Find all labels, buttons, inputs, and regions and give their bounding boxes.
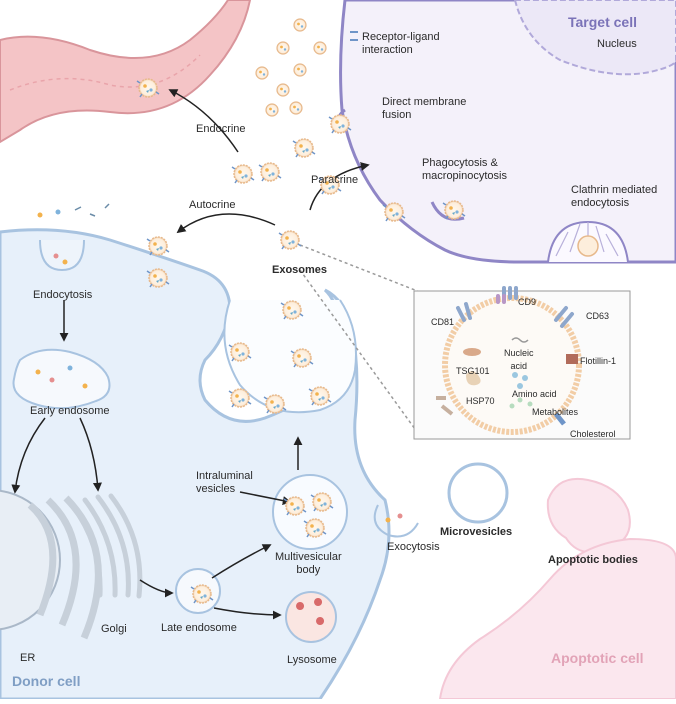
mvb-shape: [272, 474, 348, 550]
cd9-label: CD9: [518, 297, 537, 307]
metabolites-label: Metabolites: [532, 407, 579, 417]
cd81-label: CD81: [431, 317, 455, 327]
autocrine-label: Autocrine: [189, 199, 236, 211]
apoptotic-bodies-shape: [438, 478, 676, 700]
cholesterol-label: Cholesterol: [570, 429, 616, 439]
golgi-structure: [69, 493, 143, 599]
microvesicle-shape: [447, 462, 509, 524]
target-cell-title: Target cell: [568, 14, 637, 30]
exosome-particles: [35, 18, 466, 604]
er-label: ER: [20, 652, 36, 664]
late-endosome-label: Late endosome: [161, 622, 237, 634]
lysosome-label: Lysosome: [287, 654, 337, 666]
exosome-release-vacuole: [223, 299, 357, 414]
er-structure: [0, 489, 102, 640]
apoptotic-bodies-label: Apoptotic bodies: [548, 554, 638, 566]
exosomes-label: Exosomes: [272, 264, 328, 276]
amino-acid-label: Amino acid: [512, 389, 557, 399]
exosome-components-inset: [413, 286, 631, 440]
tsg101-label: TSG101: [456, 366, 490, 376]
exocytosis-label: Exocytosis: [387, 541, 440, 553]
paracrine-label: Paracrine: [311, 174, 359, 186]
golgi-label: Golgi: [101, 623, 127, 635]
blood-vessel: [0, 0, 252, 144]
target-cell: [337, 0, 676, 264]
donor-cell-title: Donor cell: [12, 673, 81, 689]
apoptotic-cell-title: Apoptotic cell: [551, 650, 644, 666]
microvesicles-label: Microvesicles: [440, 526, 513, 538]
nucleus-label: Nucleus: [597, 38, 637, 50]
early-endosome-shape: [12, 348, 111, 410]
cd63-label: CD63: [586, 311, 610, 321]
phagocytosis-label: Phagocytosis &macropinocytosis: [422, 157, 507, 182]
flotillin-label: Flotillin-1: [580, 356, 617, 366]
early-endosome-label: Early endosome: [30, 405, 110, 417]
endocrine-label: Endocrine: [196, 123, 246, 135]
lysosome-shape: [285, 591, 337, 643]
hsp70-label: HSP70: [466, 396, 495, 406]
endocytosis-label: Endocytosis: [33, 289, 93, 301]
